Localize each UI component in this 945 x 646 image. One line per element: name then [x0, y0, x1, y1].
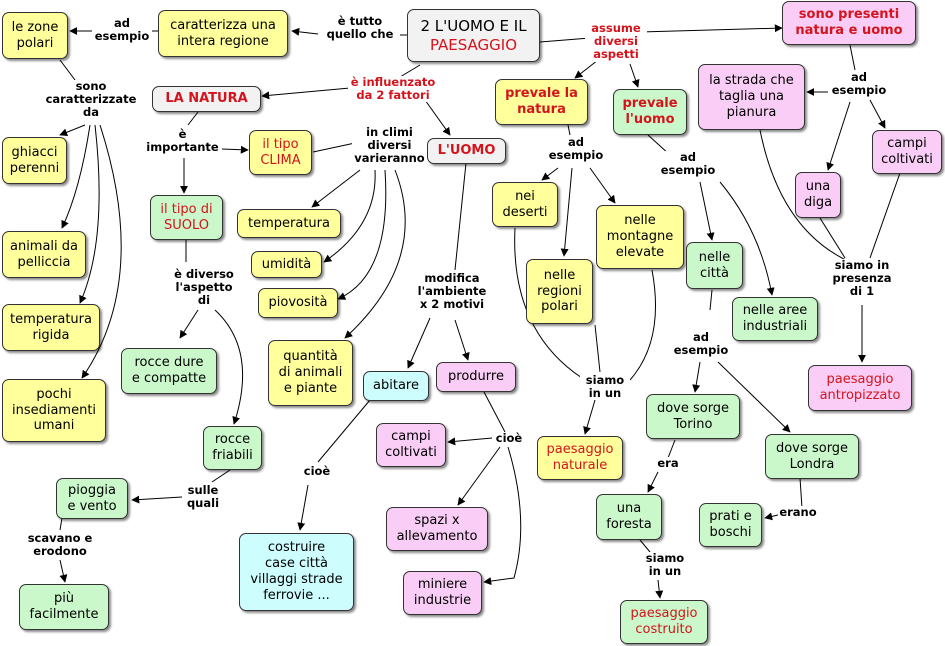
link-ad-esempio-presenti: ad esempio: [828, 70, 890, 98]
link-scavano: scavano e erodono: [22, 531, 98, 559]
link-ad-esempio-citta: ad esempio: [670, 330, 732, 358]
node-pochi-insediamenti: pochi insediamenti umani: [2, 379, 106, 442]
node-aree-industriali: nelle aree industriali: [732, 297, 818, 341]
link-assume: assume diversi aspetti: [585, 21, 647, 62]
node-strada: la strada che taglia una pianura: [698, 64, 805, 130]
link-in-climi: in climi diversi varieranno: [352, 125, 427, 166]
node-pioggia: pioggia e vento: [56, 478, 128, 519]
link-e-importante: è importante: [145, 127, 220, 155]
title-line-1: 2 L'UOMO E IL: [420, 17, 527, 36]
node-sono-presenti: sono presenti natura e uomo: [782, 1, 916, 45]
node-temperatura: temperatura: [237, 209, 341, 238]
node-foresta: una foresta: [596, 494, 662, 540]
node-prevale-natura: prevale la natura: [495, 79, 588, 125]
node-ghiacci: ghiacci perenni: [2, 137, 67, 184]
node-produrre: produrre: [436, 362, 516, 392]
node-prevale-uomo: prevale l'uomo: [613, 89, 687, 135]
node-facilmente: più facilmente: [19, 584, 109, 630]
link-e-tutto: è tutto quello che: [320, 14, 400, 42]
link-modifica: modifica l'ambiente x 2 motivi: [412, 271, 492, 312]
link-cioe-produrre: cioè: [492, 431, 526, 446]
node-campi-coltivati-produrre: campi coltivati: [376, 423, 446, 467]
link-diverso: è diverso l'aspetto di: [168, 267, 240, 308]
node-l-uomo: L'UOMO: [427, 138, 506, 164]
node-quantita: quantità di animali e piante: [268, 340, 353, 406]
link-era: era: [654, 456, 682, 471]
link-cioe-abitare: cioè: [300, 464, 334, 479]
node-spazi-allevamento: spazi x allevamento: [386, 507, 488, 551]
link-ad-esempio-natura: ad esempio: [544, 135, 608, 163]
link-sono-caratterizzate: sono caratterizzate da: [42, 79, 140, 120]
node-deserti: nei deserti: [492, 182, 558, 227]
node-suolo: il tipo di SUOLO: [150, 195, 223, 240]
node-animali: animali da pelliccia: [2, 231, 86, 278]
node-antropizzato: paesaggio antropizzato: [808, 365, 912, 411]
node-torino: dove sorge Torino: [646, 394, 740, 439]
node-rocce-friabili: rocce friabili: [203, 426, 262, 470]
link-ad-esempio-zone: ad esempio: [92, 16, 152, 44]
node-umidita: umidità: [251, 251, 322, 278]
title-line-2: PAESAGGIO: [429, 35, 518, 54]
node-diga: una diga: [795, 172, 841, 218]
node-miniere: miniere industrie: [403, 571, 482, 615]
link-influenzato: è influenzato da 2 fattori: [348, 75, 438, 103]
node-abitare: abitare: [363, 371, 429, 401]
link-ad-esempio-uomo: ad esempio: [656, 150, 720, 178]
node-montagne: nelle montagne elevate: [596, 205, 684, 269]
node-londra: dove sorge Londra: [765, 434, 859, 479]
node-costruire: costruire case città villaggi strade fer…: [239, 533, 354, 611]
link-siamo-in-un-naturale: siamo in un: [580, 373, 630, 401]
node-piovosita: piovosità: [258, 288, 338, 318]
node-caratterizza: caratterizza una intera regione: [158, 10, 288, 57]
link-siamo-in-un-costruito: siamo in un: [640, 551, 690, 579]
link-erano: erano: [778, 505, 818, 520]
link-siamo-presenza: siamo in presenza di 1: [828, 258, 896, 299]
node-regioni-polari: nelle regioni polari: [526, 259, 593, 324]
title-node: 2 L'UOMO E IL PAESAGGIO: [407, 9, 540, 62]
node-citta: nelle città: [686, 242, 743, 289]
node-rocce-dure: rocce dure e compatte: [121, 348, 217, 394]
node-paesaggio-costruito: paesaggio costruito: [620, 600, 708, 644]
node-campi-coltivati: campi coltivati: [872, 130, 942, 174]
node-clima: il tipo CLIMA: [249, 130, 312, 175]
node-zone-polari: le zone polari: [2, 12, 68, 59]
node-paesaggio-naturale: paesaggio naturale: [537, 436, 623, 480]
link-sulle-quali: sulle quali: [182, 483, 224, 511]
node-prati-boschi: prati e boschi: [699, 503, 762, 547]
node-la-natura: LA NATURA: [152, 86, 261, 112]
node-temperatura-rigida: temperatura rigida: [2, 304, 100, 351]
